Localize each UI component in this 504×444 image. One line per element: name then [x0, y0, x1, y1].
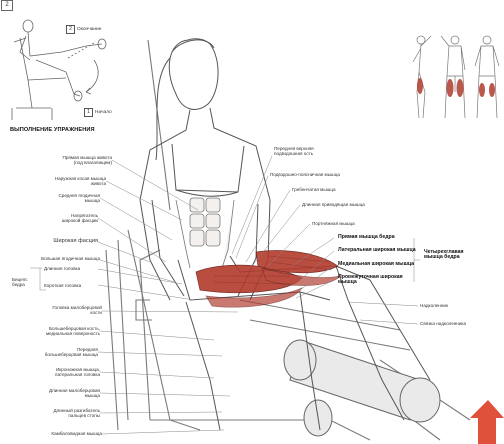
- label-tibia-medial: Большеберцовая кость,медиальная поверхно…: [4, 326, 100, 337]
- label-rectus-abdominis: Прямая мышца живота(под влагалищем): [8, 155, 112, 166]
- label-fascia-lata: Широкая фасция: [8, 239, 98, 244]
- label-patellar-ligament: Связка надколенника: [420, 321, 466, 326]
- label-biceps-long-head: Длинная головка: [44, 266, 80, 271]
- label-vastus-lateralis: Латеральная широкая мышца: [338, 248, 416, 253]
- label-gluteus-maximus: Большая ягодичная мышца: [2, 256, 100, 261]
- label-gastrocnemius-lateral: Икроножная мышца,латеральная головка: [8, 367, 100, 378]
- label-sartorius: Портняжная мышца: [312, 221, 355, 226]
- label-soleus: Камбаловидная мышца: [8, 431, 102, 436]
- label-iliopsoas: Подвздошно-поясничная мышца: [270, 172, 340, 177]
- label-rectus-femoris: Прямая мышца бедра: [338, 235, 395, 240]
- label-vastus-medialis: Медиальная широкая мышца: [338, 262, 414, 267]
- label-patella: Надколенник: [420, 303, 448, 308]
- label-adductor-longus: Длинная приводящая мышца: [302, 202, 365, 207]
- label-biceps-short-head: Короткая головка: [44, 283, 81, 288]
- label-pectineus: Гребенчатая мышца: [292, 187, 336, 192]
